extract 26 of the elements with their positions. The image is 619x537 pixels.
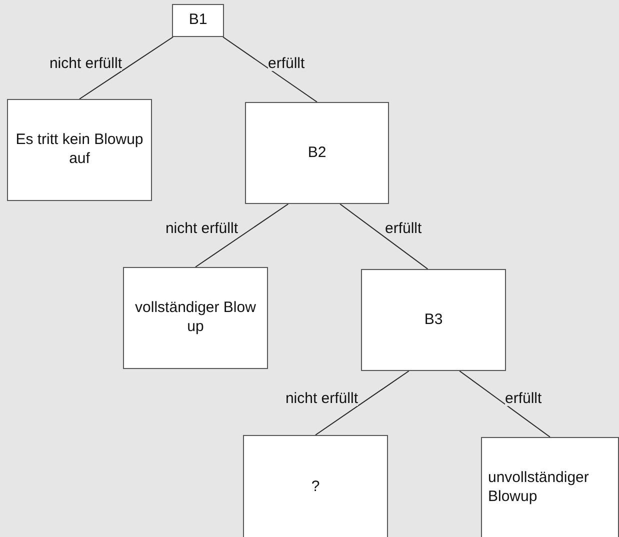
- connector-line: [195, 204, 289, 268]
- outcome-box: [481, 437, 619, 537]
- node-text: B3: [424, 310, 443, 330]
- node-text: Es tritt kein Blowup auf: [14, 131, 144, 169]
- outcome-box: [123, 267, 268, 369]
- condition-box: [245, 102, 389, 204]
- node-text: ?: [311, 478, 320, 496]
- edge-label: nicht erfüllt: [49, 56, 122, 71]
- connector-line: [79, 36, 174, 100]
- edge-label: erfüllt: [505, 391, 542, 406]
- outcome-box: [7, 99, 152, 201]
- node-text: vollständiger Blow up: [134, 299, 257, 337]
- node-text: unvollständiger Blowup: [488, 469, 590, 507]
- condition-box: [361, 269, 506, 371]
- edge-label: erfüllt: [385, 221, 422, 236]
- connector-line: [315, 370, 410, 436]
- connector-line: [459, 370, 550, 438]
- edge-label: nicht erfüllt: [285, 391, 358, 406]
- node-text: B2: [308, 144, 326, 162]
- edge-label: nicht erfüllt: [165, 221, 238, 236]
- outcome-box: [243, 435, 388, 537]
- connector-line: [222, 36, 318, 102]
- connector-line: [340, 204, 428, 270]
- edge-label: erfüllt: [268, 56, 305, 71]
- condition-box: [172, 4, 224, 37]
- node-text: B1: [188, 11, 208, 30]
